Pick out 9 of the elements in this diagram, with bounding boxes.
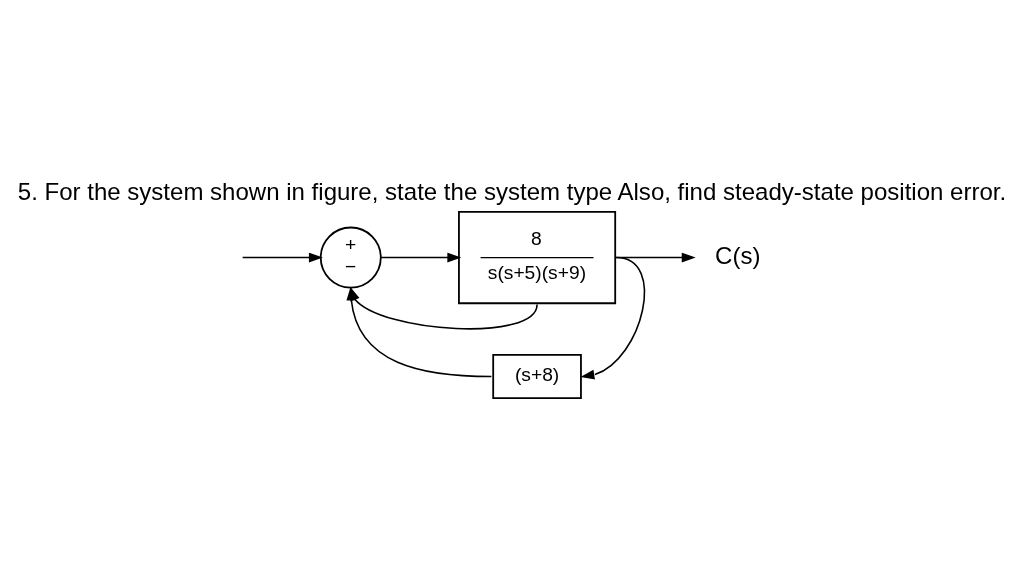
- diagram-title: 5. For the system shown in figure, state the system type Also, find steady-state position error.: [17, 177, 1007, 205]
- node-circle: + −: [319, 226, 382, 288]
- arrow: [241, 252, 323, 262]
- arrow: [580, 256, 646, 380]
- node-box: (s+8): [492, 353, 582, 399]
- node-box: 8 s(s+5)(s+9): [458, 210, 617, 304]
- arrow: [380, 252, 462, 262]
- node-text: C(s): [715, 241, 761, 269]
- arrow: [614, 252, 696, 262]
